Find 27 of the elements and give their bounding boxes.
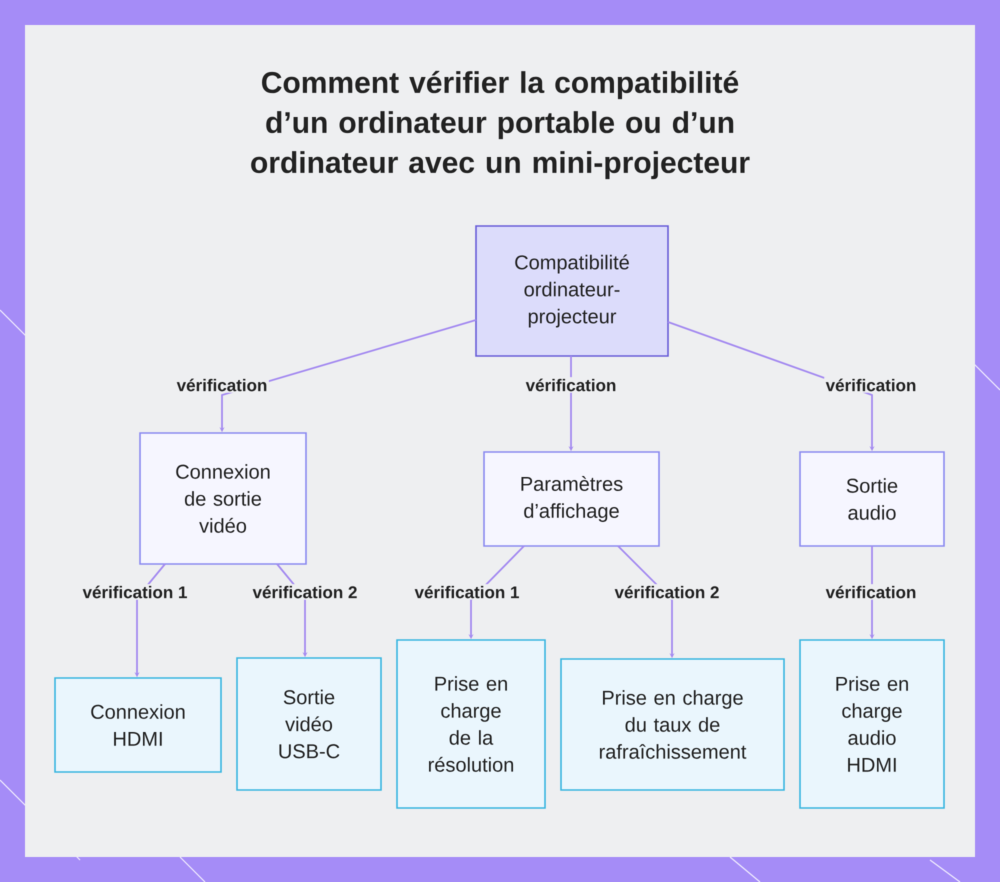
box-text: Prise en charge audio HDMI — [836, 676, 908, 772]
edge-label: vérification 2 — [613, 584, 721, 600]
box — [560, 658, 785, 791]
box-text: Sortie audio — [846, 478, 898, 520]
box-text: Prise en charge de la résolution — [428, 676, 514, 772]
box — [139, 432, 307, 565]
edge-label: vérification — [524, 377, 618, 393]
box — [54, 677, 222, 773]
box — [483, 451, 660, 547]
edge-label: vérification 1 — [413, 584, 521, 600]
edge-label: vérification — [824, 584, 918, 600]
title: Comment vérifier la compatibilité d’un ordinateur portable ou d’un ordinateur avec un mini-projecteur — [251, 70, 750, 180]
box-text: Compatibilité ordinateur-projecteur — [515, 254, 629, 328]
edge-label: vérification — [824, 377, 918, 393]
edge-label: vérification 1 — [81, 584, 189, 600]
box — [236, 657, 382, 791]
edge-label: vérification 2 — [251, 584, 359, 600]
box-text: Prise en charge du taux de rafraîchissement — [600, 690, 746, 759]
box-text: Sortie vidéo USB-C — [279, 690, 340, 758]
box — [799, 639, 945, 809]
box-text: Paramètres d’affichage — [521, 476, 622, 522]
box — [475, 225, 669, 357]
box — [799, 451, 945, 547]
box-text: Connexion HDMI — [91, 704, 184, 746]
box-text: Connexion de sortie vidéo — [176, 464, 270, 533]
edge-label: vérification — [175, 377, 269, 393]
box — [396, 639, 546, 809]
